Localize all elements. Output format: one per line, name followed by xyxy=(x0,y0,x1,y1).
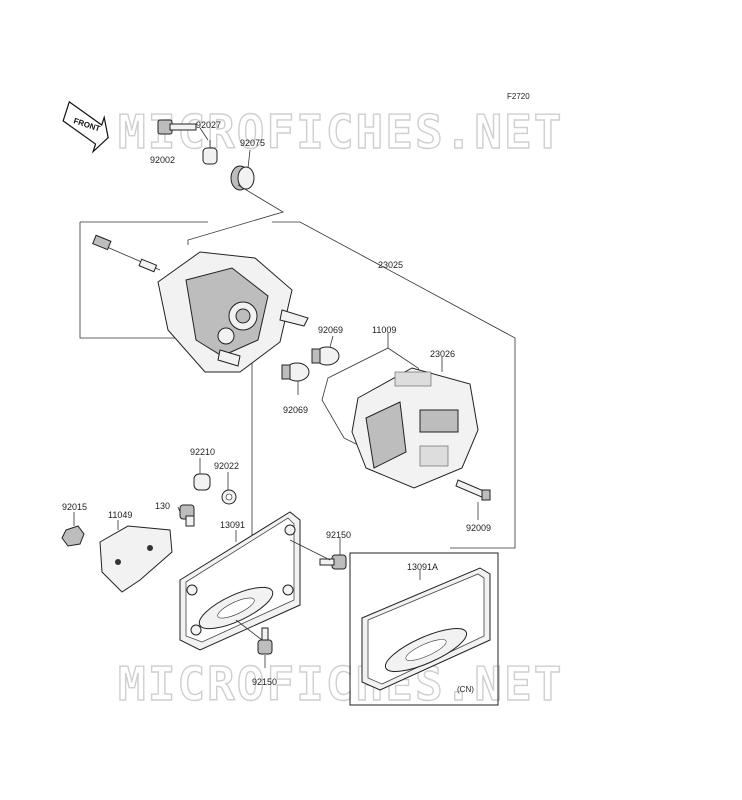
watermark-top: MICROFICHES.NET xyxy=(118,105,563,159)
label-130: 130 xyxy=(155,501,170,511)
label-cn: (CN) xyxy=(457,685,474,694)
label-92069-lower: 92069 xyxy=(283,405,308,415)
label-92069-upper: 92069 xyxy=(318,325,343,335)
lens-23026 xyxy=(351,367,479,489)
washer-92022 xyxy=(221,489,237,505)
bolt-92150-lower xyxy=(257,627,273,655)
label-23026: 23026 xyxy=(430,349,455,359)
grommet-92075 xyxy=(230,165,255,191)
bolt-92150-right xyxy=(319,554,347,570)
figure-code: F2720 xyxy=(507,92,530,101)
label-92210: 92210 xyxy=(190,447,215,457)
front-arrow-icon: FRONT xyxy=(62,100,109,154)
label-92150-right: 92150 xyxy=(326,530,351,540)
label-11009: 11009 xyxy=(372,325,396,335)
cn-variant-box xyxy=(349,552,499,706)
screw-92009 xyxy=(455,479,491,501)
bolt-130 xyxy=(179,504,195,527)
lamp-housing xyxy=(157,251,309,373)
bracket-11049 xyxy=(99,525,173,593)
label-92027: 92027 xyxy=(196,120,221,130)
label-92022: 92022 xyxy=(214,461,239,471)
part-labels: 92027 92002 92075 23025 92069 11009 2302… xyxy=(62,120,491,694)
plate-bracket-13091 xyxy=(179,511,301,651)
bulb-92069-upper xyxy=(311,346,340,366)
watermark-bottom: MICROFICHES.NET xyxy=(118,657,563,711)
collar-92027 xyxy=(202,147,218,165)
label-23025: 23025 xyxy=(378,260,403,270)
label-13091: 13091 xyxy=(220,520,245,530)
wire-lead xyxy=(92,234,161,273)
label-13091A: 13091A xyxy=(407,562,438,572)
label-92150-lower: 92150 xyxy=(252,677,277,687)
ref-line-top xyxy=(187,184,284,245)
label-92009: 92009 xyxy=(466,523,491,533)
label-92002: 92002 xyxy=(150,155,175,165)
nut-92015 xyxy=(61,525,85,547)
label-11049: 11049 xyxy=(108,510,132,520)
assembly-frame xyxy=(79,221,516,549)
plate-bracket-13091A xyxy=(361,567,491,691)
collar-92210 xyxy=(193,473,211,491)
bolt-92002 xyxy=(157,119,197,135)
label-92015: 92015 xyxy=(62,502,87,512)
bulb-92069-lower xyxy=(281,362,310,382)
label-92075: 92075 xyxy=(240,138,265,148)
